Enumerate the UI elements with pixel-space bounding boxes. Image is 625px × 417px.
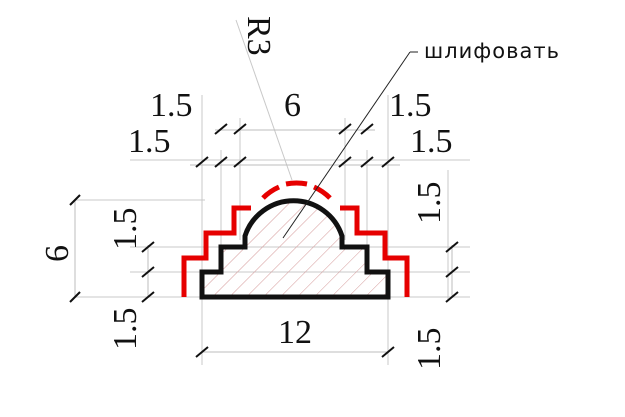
dim-left-height: 6 — [39, 245, 76, 262]
dim-left-lower: 1.5 — [107, 308, 144, 351]
dim-top-left-outer: 1.5 — [150, 87, 193, 124]
dim-bottom-width: 12 — [278, 314, 312, 351]
dim-radius: R3 — [240, 16, 277, 56]
molding-profile — [199, 198, 391, 300]
dim-top-main: 6 — [284, 87, 301, 124]
dim-right-lower: 1.5 — [411, 328, 448, 371]
dim-left-step: 1.5 — [107, 208, 144, 251]
dim-top-left-inner: 1.5 — [128, 123, 171, 160]
dim-top-right-inner: 1.5 — [410, 123, 453, 160]
dim-top-right-outer: 1.5 — [389, 87, 432, 124]
dim-right-step: 1.5 — [411, 182, 448, 225]
dimension-lines — [74, 129, 453, 353]
leader-lines — [282, 51, 418, 239]
dimension-ticks — [69, 123, 459, 358]
offset-outline — [181, 180, 410, 297]
annotation-note: шлифовать — [424, 39, 560, 63]
